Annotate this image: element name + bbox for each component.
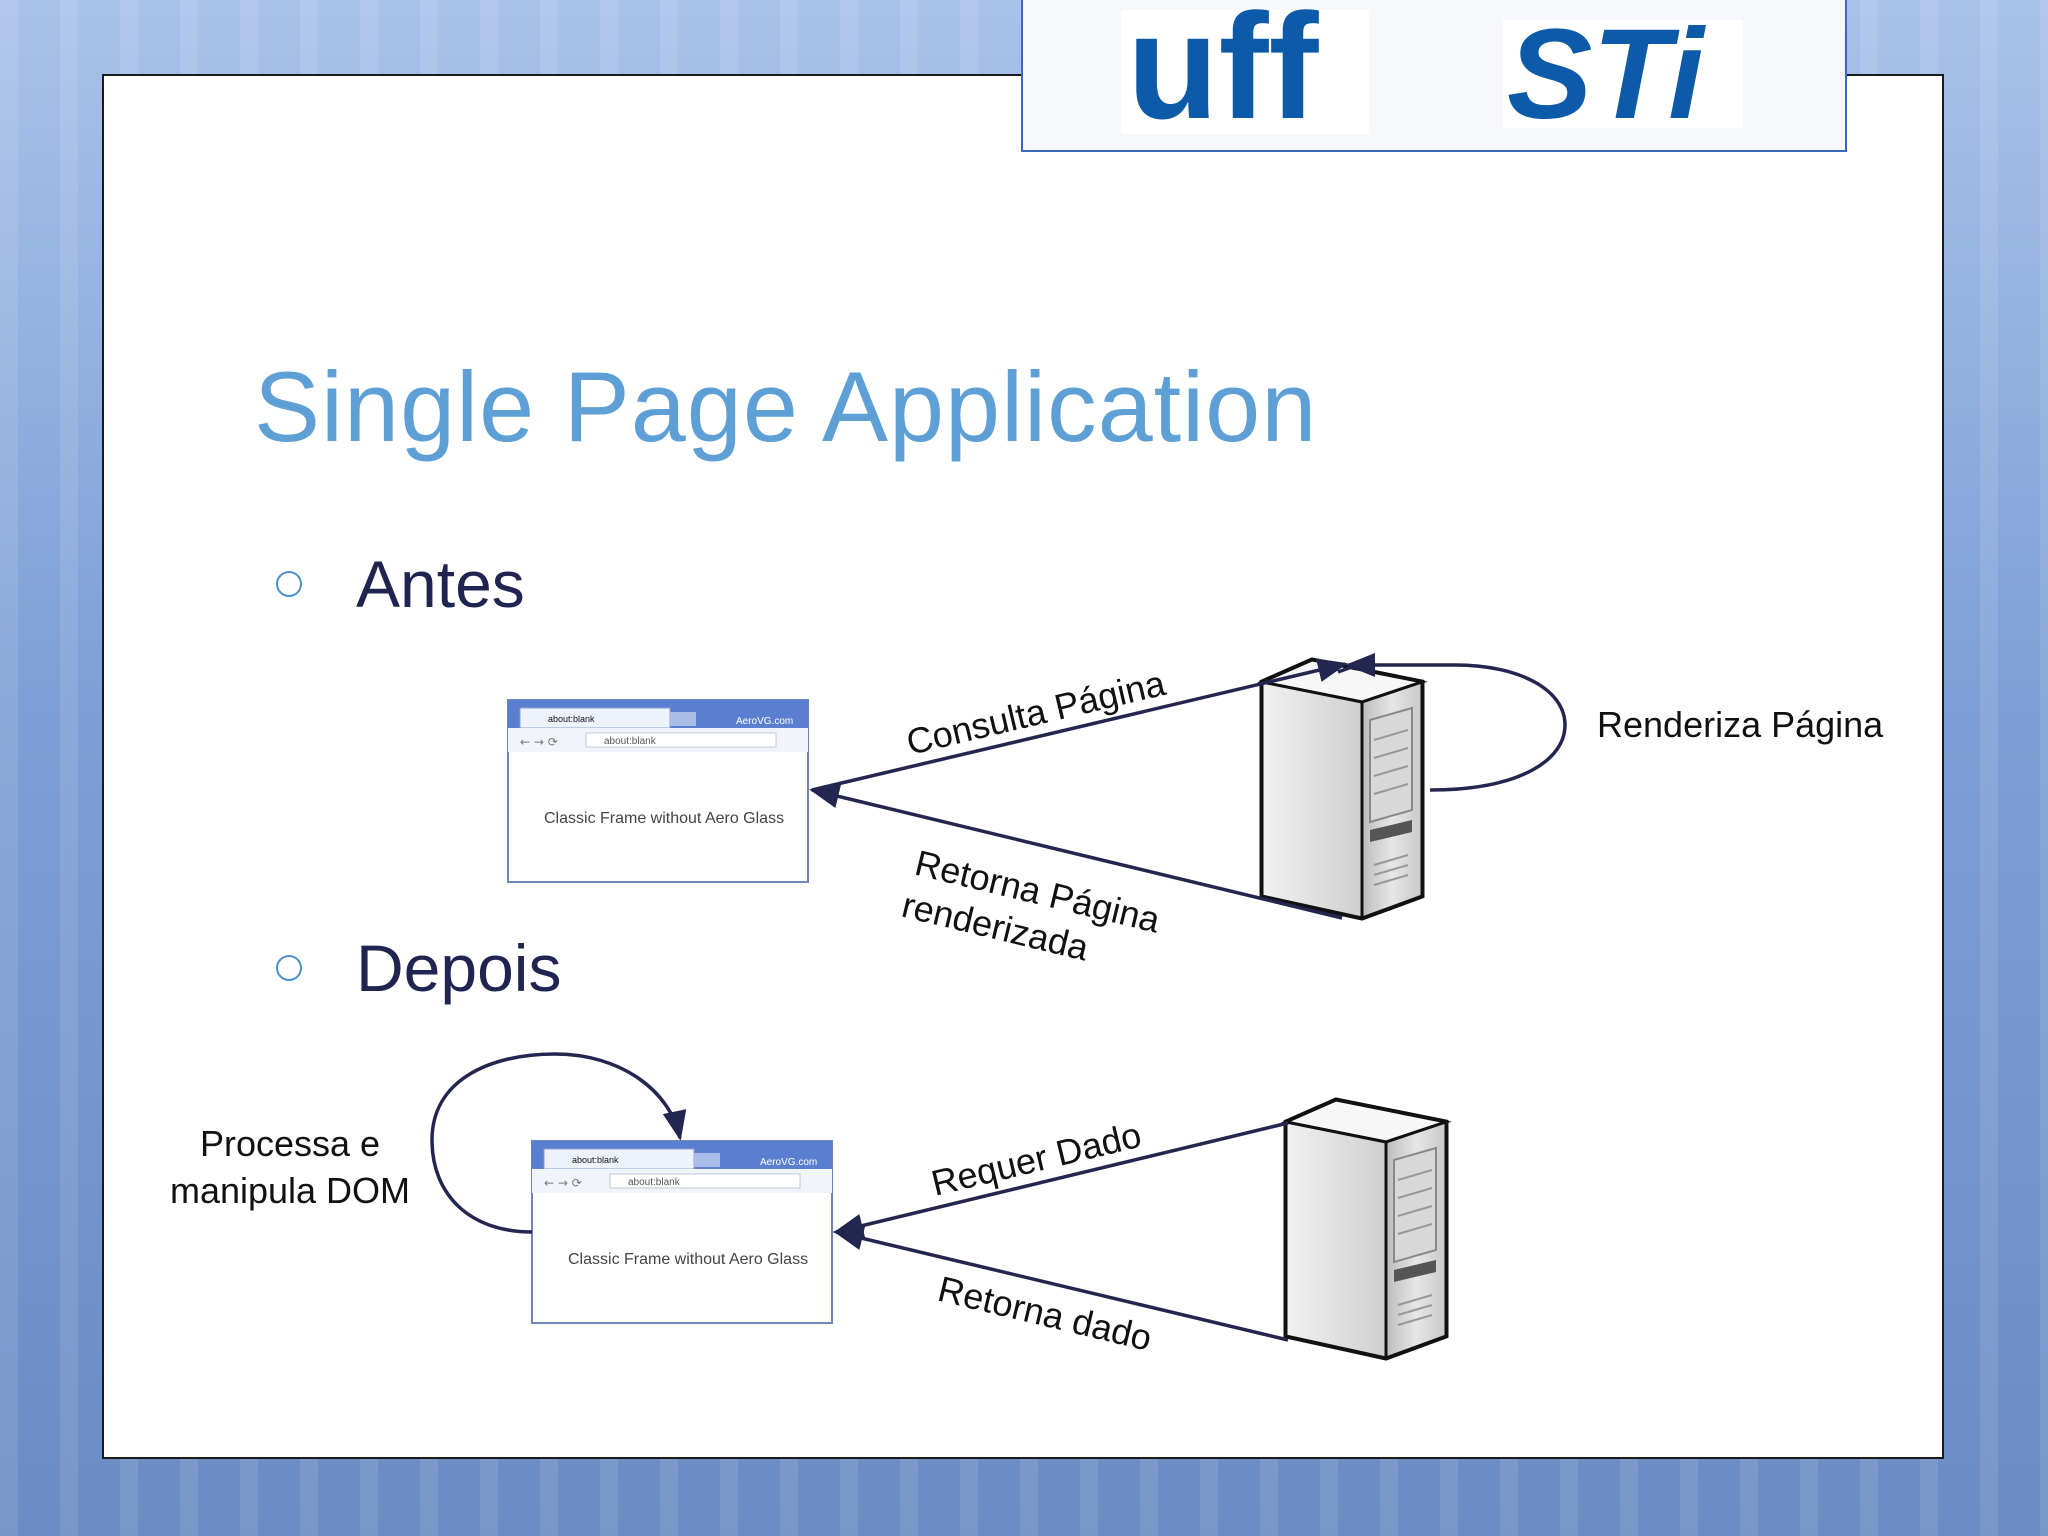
server-before-icon: [1257, 657, 1428, 921]
label-renderiza-pagina: Renderiza Página: [1597, 704, 1884, 745]
logo-banner: uff STi: [1021, 0, 1847, 152]
browser-brand-text: AeroVG.com: [760, 1157, 817, 1168]
uff-logo: uff: [1127, 0, 1320, 150]
arrow-consulta: [811, 658, 1348, 792]
slide-title: Single Page Application: [254, 351, 1318, 462]
arrow-retorna-pagina: [809, 784, 1343, 920]
nav-arrows-icon: ← → ⟳: [544, 1176, 582, 1190]
browser-address-text: about:blank: [628, 1177, 681, 1188]
browser-address-text: about:blank: [604, 736, 657, 747]
bullet-circle-icon: [276, 571, 302, 597]
browser-tab-text: about:blank: [548, 714, 595, 724]
label-consulta-pagina: Consulta Página: [902, 662, 1169, 763]
label-manipula-dom: manipula DOM: [170, 1170, 410, 1211]
arrow-processa-loop: [430, 1052, 687, 1234]
bullet-label: Depois: [356, 931, 562, 1005]
bullet-circle-icon: [276, 955, 302, 981]
bullet-depois: Depois: [276, 930, 561, 1006]
bullet-label: Antes: [356, 547, 525, 621]
browser-tab-text: about:blank: [572, 1155, 619, 1165]
browser-content-text: Classic Frame without Aero Glass: [544, 810, 784, 827]
label-processa-e: Processa e: [200, 1123, 380, 1164]
browser-window-after: about:blank AeroVG.com ← → ⟳ about:blank…: [531, 1140, 833, 1324]
bullet-antes: Antes: [276, 546, 525, 622]
browser-brand-text: AeroVG.com: [736, 716, 793, 727]
arrow-requer-dado: [833, 1121, 1289, 1238]
sti-logo: STi: [1507, 3, 1706, 146]
arrow-retorna-dado: [833, 1226, 1289, 1342]
arrow-renderiza-loop: [1345, 653, 1567, 792]
logo-graphics: uff STi: [1121, 0, 1743, 150]
nav-arrows-icon: ← → ⟳: [520, 735, 558, 749]
browser-window-before: about:blank AeroVG.com ← → ⟳ about:blank…: [507, 699, 809, 883]
server-after-icon: [1281, 1097, 1452, 1361]
slide-panel: [102, 74, 1944, 1459]
label-requer-dado: Requer Dado: [927, 1114, 1145, 1204]
browser-content-text: Classic Frame without Aero Glass: [568, 1251, 808, 1268]
